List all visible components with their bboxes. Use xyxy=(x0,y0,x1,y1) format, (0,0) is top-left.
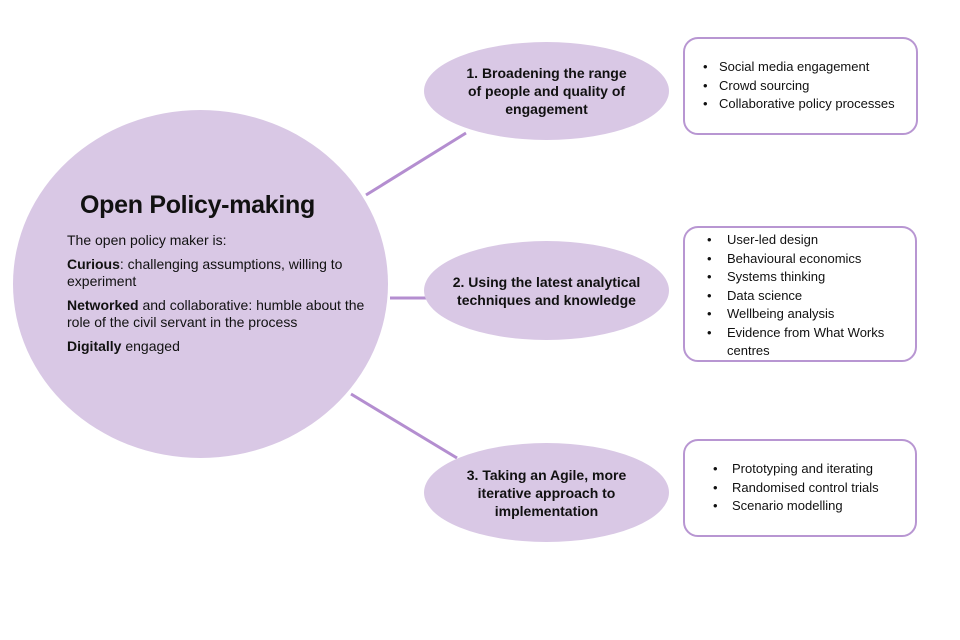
list-item: Behavioural economics xyxy=(685,250,915,269)
bullet-list-1: Social media engagement Crowd sourcing C… xyxy=(685,58,916,114)
branch-node-2: 2. Using the latest analytical technique… xyxy=(424,241,669,340)
list-item: Evidence from What Works centres xyxy=(685,324,915,361)
list-item: Prototyping and iterating xyxy=(685,460,915,479)
bullet-list-3: Prototyping and iterating Randomised con… xyxy=(685,460,915,516)
central-description: The open policy maker is: Curious: chall… xyxy=(67,232,367,362)
connector-1 xyxy=(365,131,467,197)
list-item: Data science xyxy=(685,287,915,306)
trait-networked: Networked and collaborative: humble abou… xyxy=(67,297,365,330)
branch-label-3: 3. Taking an Agile, more iterative appro… xyxy=(466,466,627,519)
detail-box-2: User-led design Behavioural economics Sy… xyxy=(683,226,917,362)
list-item: Systems thinking xyxy=(685,268,915,287)
central-node xyxy=(13,110,388,458)
detail-box-3: Prototyping and iterating Randomised con… xyxy=(683,439,917,537)
list-item: Collaborative policy processes xyxy=(685,95,916,114)
list-item: Crowd sourcing xyxy=(685,77,916,96)
branch-label-1: 1. Broadening the range of people and qu… xyxy=(466,65,627,117)
trait-curious: Curious: challenging assumptions, willin… xyxy=(67,256,343,289)
detail-box-1: Social media engagement Crowd sourcing C… xyxy=(683,37,918,135)
branch-node-3: 3. Taking an Agile, more iterative appro… xyxy=(424,443,669,542)
branch-node-1: 1. Broadening the range of people and qu… xyxy=(424,42,669,140)
list-item: Wellbeing analysis xyxy=(685,305,915,324)
list-item: Randomised control trials xyxy=(685,479,915,498)
bullet-list-2: User-led design Behavioural economics Sy… xyxy=(685,231,915,361)
branch-label-2: 2. Using the latest analytical technique… xyxy=(452,273,641,308)
list-item: Social media engagement xyxy=(685,58,916,77)
intro-text: The open policy maker is: xyxy=(67,232,227,248)
list-item: Scenario modelling xyxy=(685,497,915,516)
central-title: Open Policy-making xyxy=(80,191,315,219)
trait-digitally: Digitally engaged xyxy=(67,338,180,354)
list-item: User-led design xyxy=(685,231,915,250)
connector-3 xyxy=(350,392,458,460)
